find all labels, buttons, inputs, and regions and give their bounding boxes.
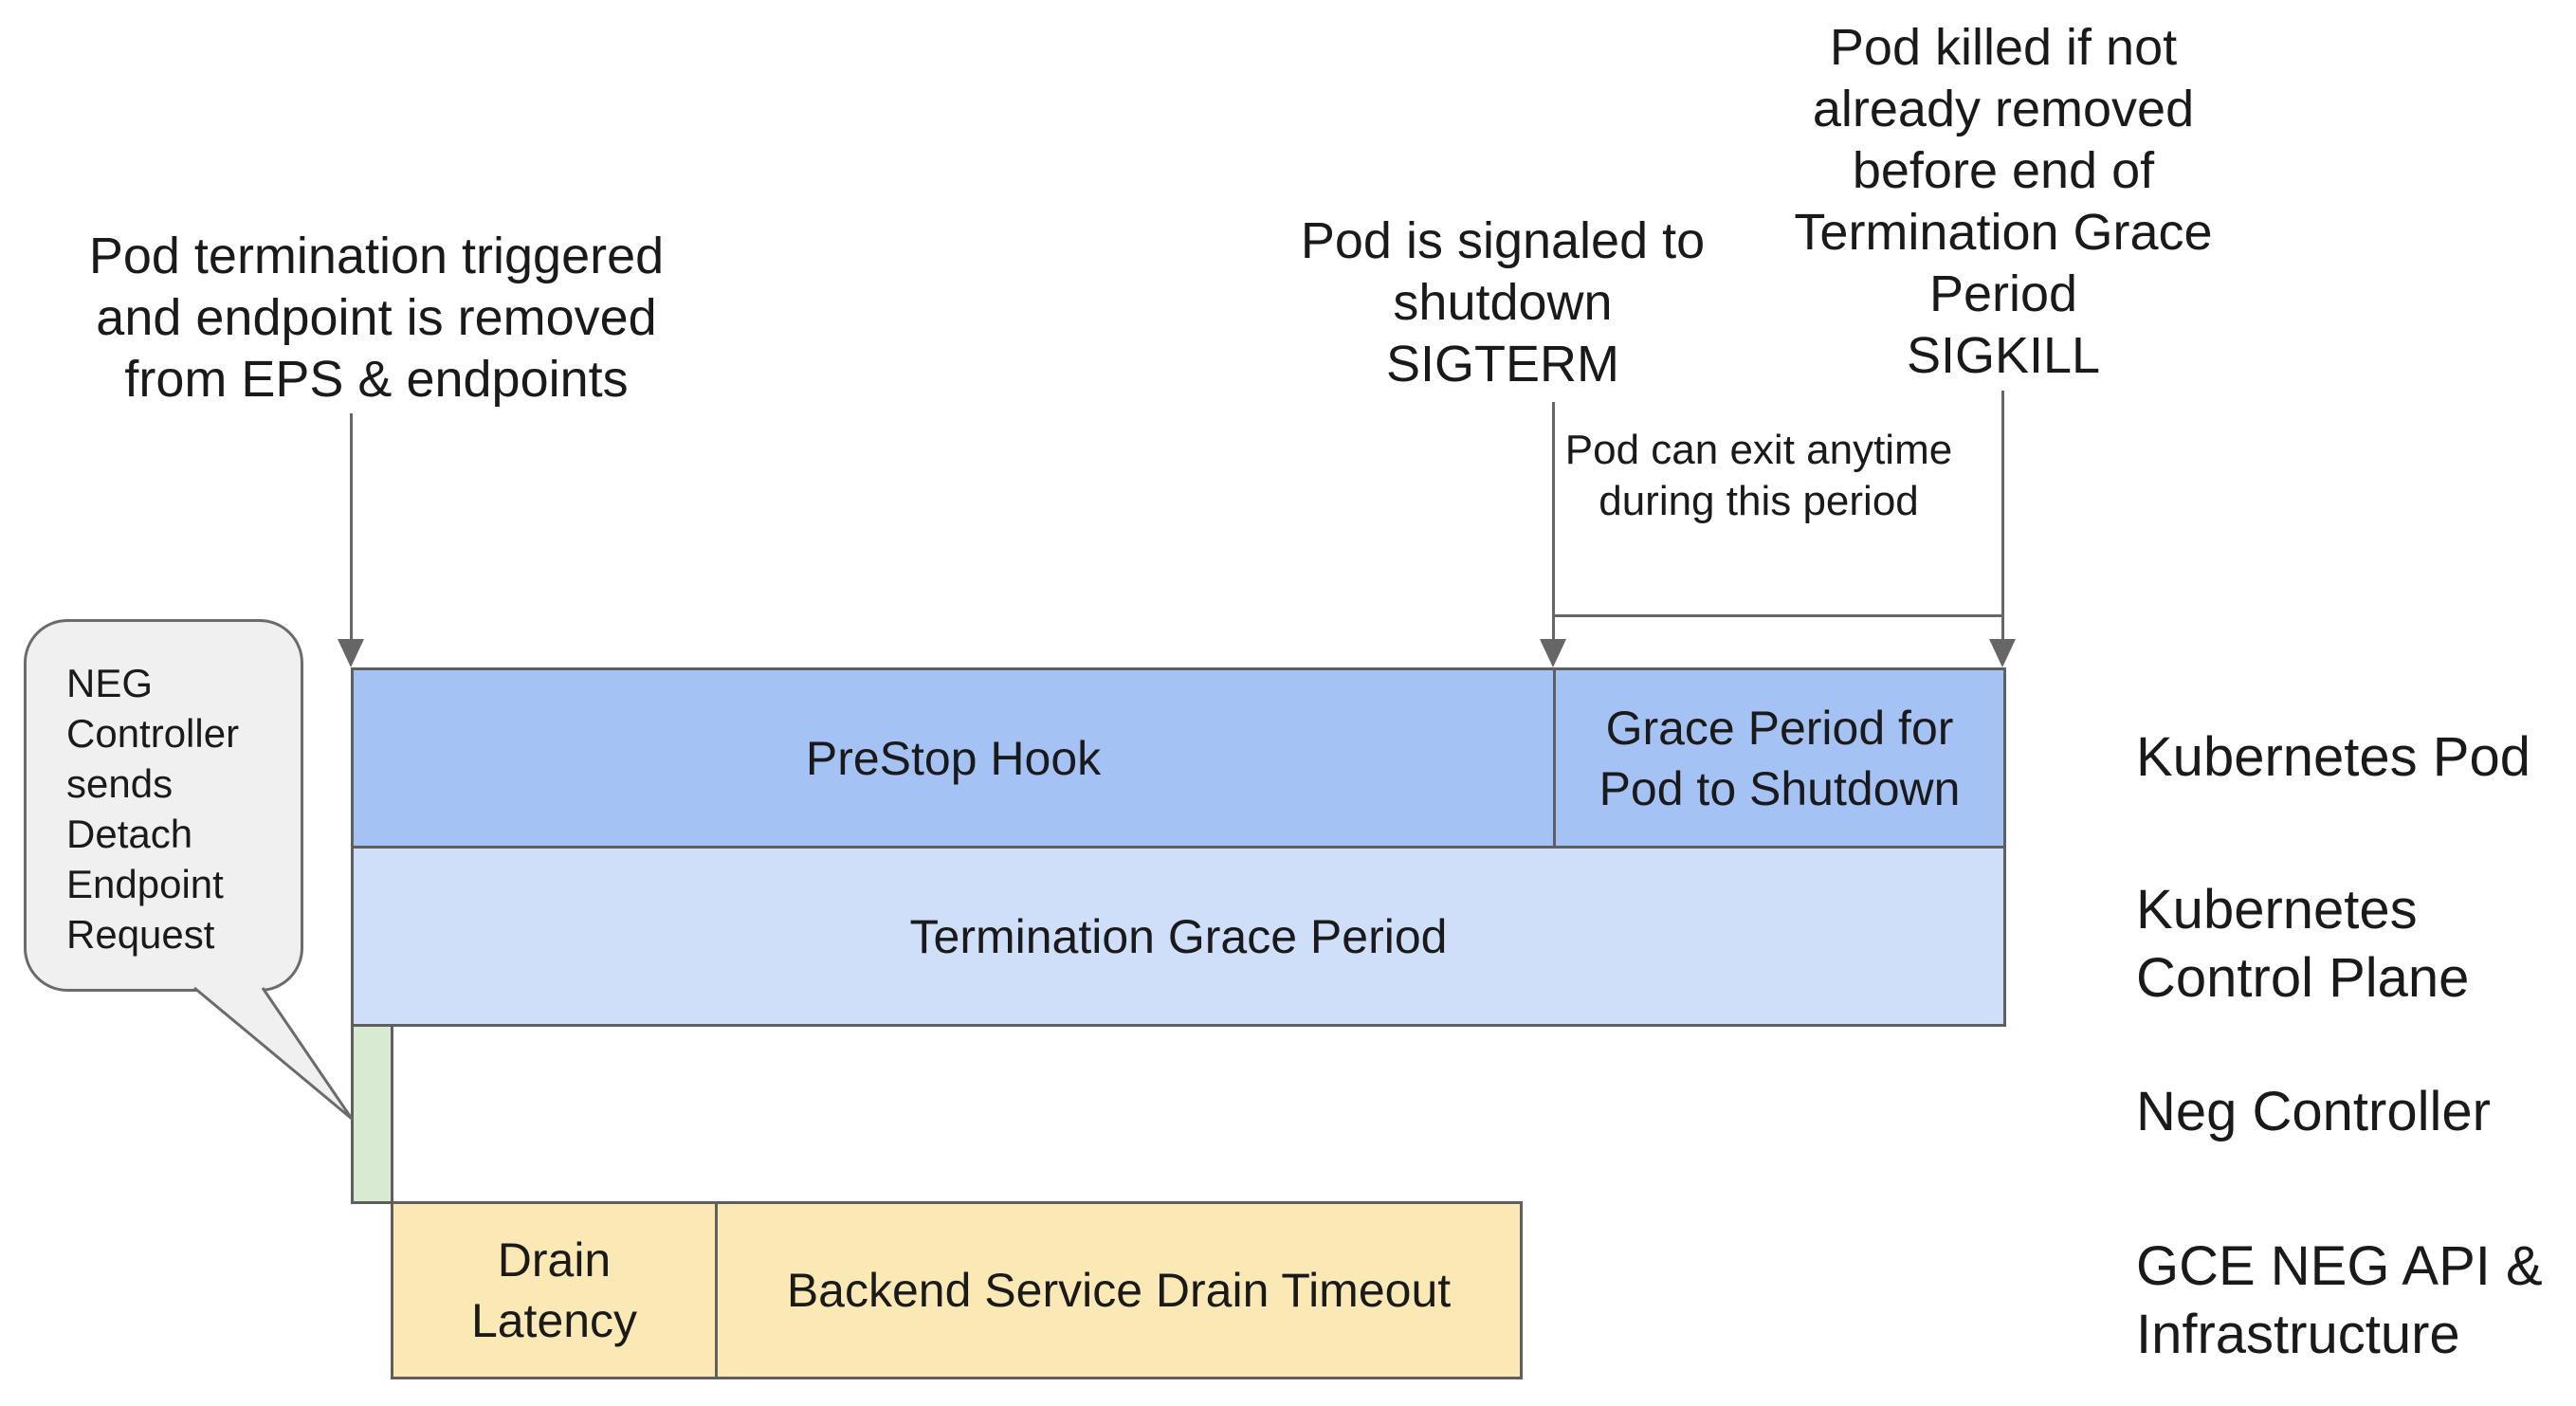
pod-termination-note-line: and endpoint is removed	[96, 289, 657, 346]
pod-termination-arrow-line	[350, 413, 353, 643]
grace-period-label-line: Grace Period for	[1605, 701, 1954, 755]
pod-termination-note: Pod termination triggered and endpoint i…	[38, 226, 715, 411]
down-arrowhead-icon	[1540, 639, 1566, 667]
callout-line: Request	[66, 912, 215, 957]
callout-tail-shape	[193, 986, 354, 1121]
backend-service-drain-timeout-label: Backend Service Drain Timeout	[786, 1264, 1452, 1317]
lane-label-gce-neg-api: GCE NEG API & Infrastructure	[2136, 1233, 2543, 1369]
backend-service-drain-timeout-bar: Backend Service Drain Timeout	[715, 1201, 1523, 1379]
termination-grace-period-label: Termination Grace Period	[909, 909, 1448, 963]
grace-period-label-line: Pod to Shutdown	[1599, 761, 1961, 815]
lane-label-kubernetes-pod: Kubernetes Pod	[2136, 726, 2530, 788]
lane-label-line: Control Plane	[2136, 947, 2470, 1009]
drain-latency-bar: Drain Latency	[391, 1201, 718, 1379]
sigterm-note-line: shutdown	[1393, 274, 1613, 331]
grace-period-bar: Grace Period for Pod to Shutdown	[1553, 667, 2006, 849]
prestop-hook-bar: PreStop Hook	[351, 667, 1556, 849]
sigkill-note-line: before end of	[1852, 142, 2155, 199]
lane-label-kubernetes-control-plane: Kubernetes Control Plane	[2136, 876, 2469, 1013]
sigterm-note: Pod is signaled to shutdown SIGTERM	[1218, 210, 1787, 395]
sigkill-note-line: Period	[1928, 265, 2078, 322]
callout-line: Controller	[66, 711, 240, 756]
sigkill-note-line: Termination Grace	[1794, 204, 2213, 261]
sigkill-note-line: SIGKILL	[1906, 327, 2101, 384]
lane-label-line: Infrastructure	[2136, 1304, 2460, 1365]
neg-controller-activity-bar	[351, 1024, 393, 1204]
callout-line: Detach	[66, 812, 193, 856]
exit-period-bracket-line	[1553, 614, 2003, 617]
termination-grace-period-bar: Termination Grace Period	[351, 846, 2006, 1027]
sigkill-note: Pod killed if not already removed before…	[1719, 17, 2288, 387]
lane-label-line: GCE NEG API &	[2136, 1235, 2543, 1297]
lane-label-line: Kubernetes	[2136, 879, 2418, 940]
sigkill-note-line: Pod killed if not	[1829, 19, 2178, 76]
prestop-hook-label: PreStop Hook	[805, 731, 1102, 785]
pod-termination-note-line: from EPS & endpoints	[124, 351, 629, 408]
pod-termination-note-line: Pod termination triggered	[88, 228, 665, 284]
drain-latency-label-line: Drain	[497, 1233, 612, 1287]
callout-line: Endpoint	[66, 862, 224, 906]
exit-anytime-note: Pod can exit anytime during this period	[1522, 425, 1996, 527]
exit-anytime-note-line: Pod can exit anytime	[1564, 427, 1953, 473]
sigkill-arrow-line	[2001, 391, 2004, 643]
neg-controller-callout-bubble: NEG Controller sends Detach Endpoint Req…	[24, 619, 303, 992]
callout-line: NEG	[66, 661, 154, 705]
down-arrowhead-icon	[1989, 639, 2016, 667]
sigkill-note-line: already removed	[1812, 81, 2195, 137]
callout-line: sends	[66, 761, 174, 806]
exit-anytime-note-line: during this period	[1599, 478, 1919, 524]
sigterm-note-line: Pod is signaled to	[1300, 212, 1706, 269]
sigterm-note-line: SIGTERM	[1385, 336, 1619, 393]
drain-latency-label-line: Latency	[470, 1294, 638, 1347]
sigterm-arrow-line	[1552, 402, 1555, 643]
down-arrowhead-icon	[338, 639, 364, 667]
lane-label-neg-controller: Neg Controller	[2136, 1081, 2491, 1142]
